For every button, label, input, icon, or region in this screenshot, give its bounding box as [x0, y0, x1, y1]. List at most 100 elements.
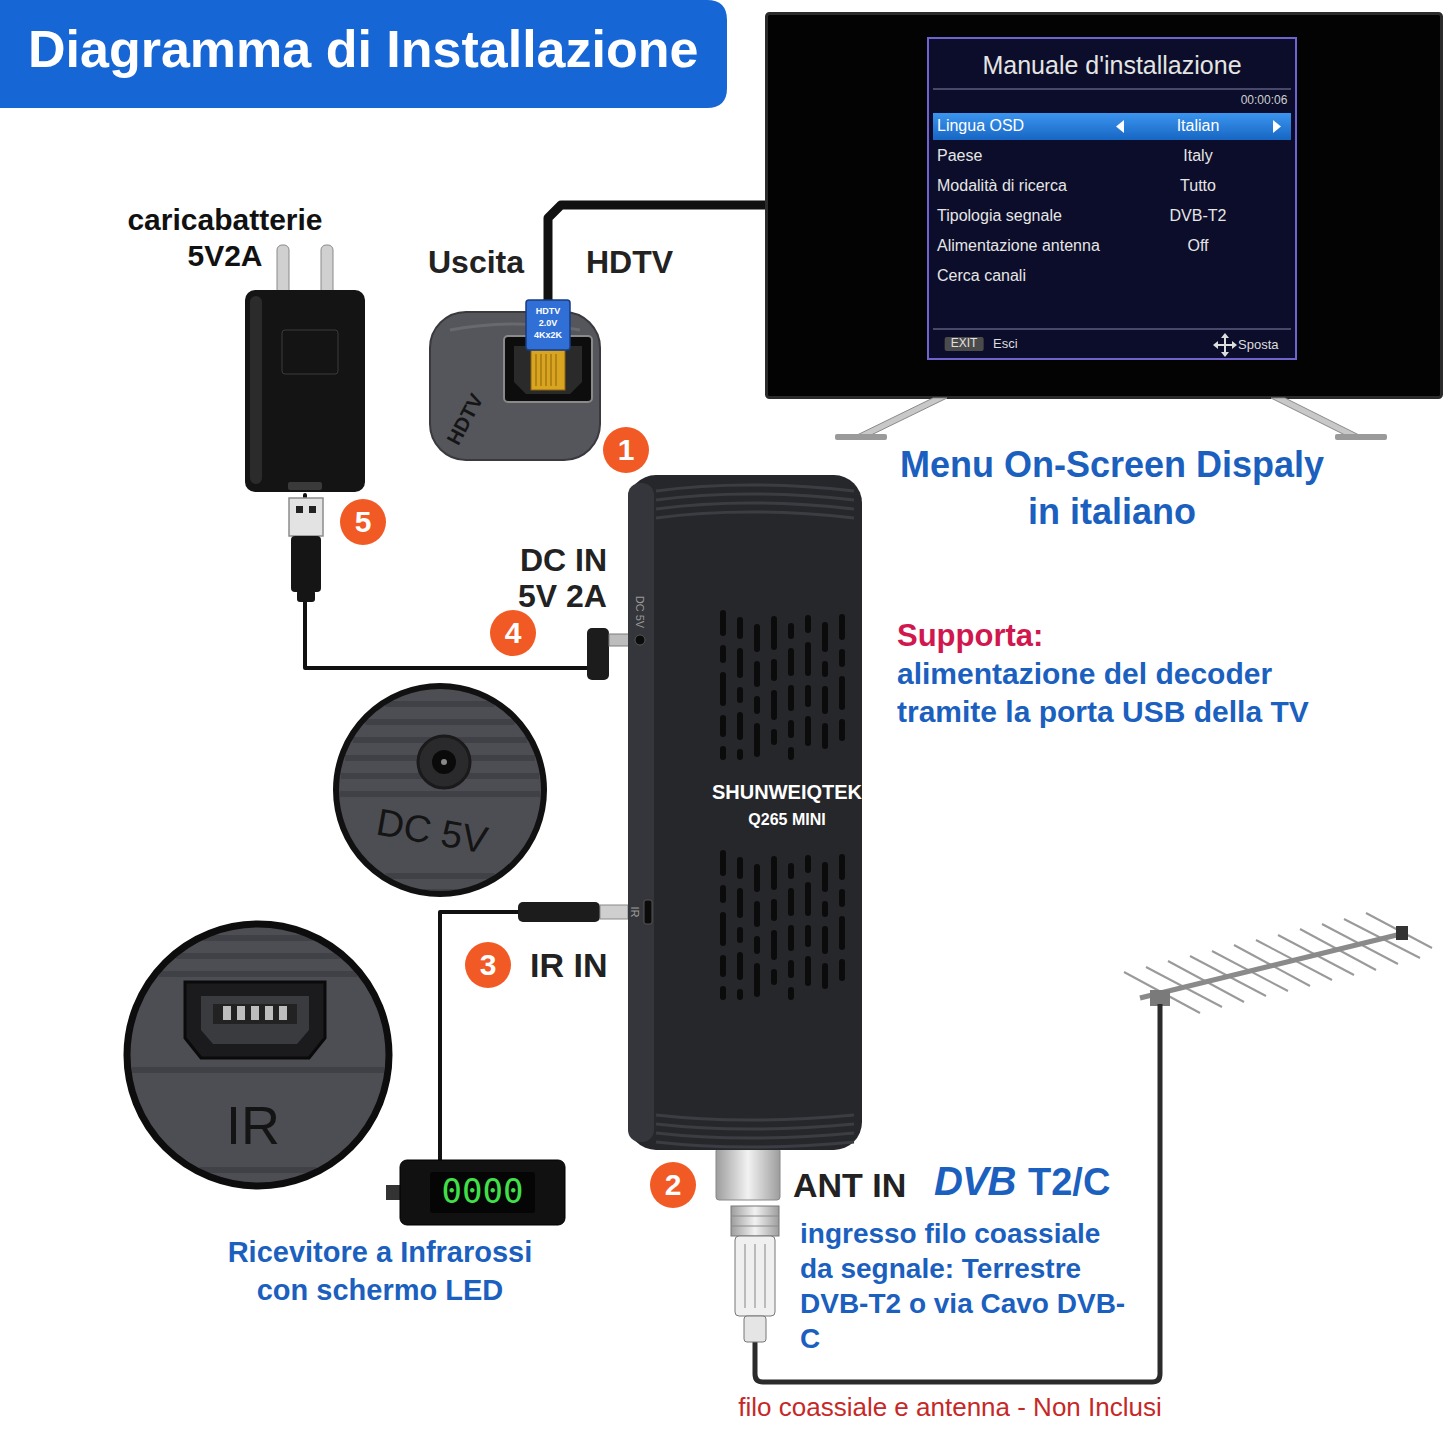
menu-hint: Sposta: [1238, 338, 1278, 353]
antenna: [1366, 913, 1432, 948]
coax-plug: [731, 1206, 779, 1342]
charger-label: caricabatterie 5V2A: [100, 202, 350, 274]
port-caption: Uscita: [428, 244, 524, 281]
callout-number: 1: [603, 427, 649, 473]
menu-value: Italian: [1158, 117, 1238, 135]
tv-screen-shape: [1271, 398, 1365, 438]
menu-item: Paese: [937, 147, 982, 165]
callout-number: 4: [490, 610, 536, 656]
ir-plug: [518, 902, 600, 922]
input-note: ingresso filo coassiale da segnale: Terr…: [800, 1216, 1130, 1356]
port-caption: HDTV: [586, 244, 673, 281]
ir-zoom-shape: [185, 982, 325, 1058]
osd-menu-shape: [1224, 336, 1226, 354]
decoder-body-shape: [656, 1142, 854, 1147]
antenna: [1212, 951, 1288, 991]
antenna: [1344, 919, 1420, 958]
power-rating: 5V 2A: [518, 578, 607, 615]
decoder-body-shape: [720, 986, 726, 1000]
menu-value: DVB-T2: [1170, 207, 1227, 225]
side-print: DC 5V: [634, 596, 647, 628]
model-name: Q265 MINI: [698, 811, 876, 829]
cable: [305, 495, 628, 668]
dc-zoom-shape: [336, 686, 544, 894]
usb-plug: [309, 506, 316, 513]
antenna: [1150, 990, 1170, 1006]
osd-menu-shape: [929, 39, 1295, 358]
decoder-body-shape: [720, 672, 726, 706]
title-banner: [0, 0, 727, 108]
dc-zoom-shape: [432, 750, 456, 774]
decoder-body-shape: [754, 696, 760, 714]
ir-receiver-shape: [386, 1185, 400, 1200]
antenna-connector: [716, 1148, 780, 1200]
cable: [548, 205, 765, 300]
menu-row-shape: [1116, 120, 1124, 133]
decoder-body-shape: [644, 900, 652, 924]
decoder-body-shape: [805, 956, 811, 986]
decoder-body-shape: [805, 882, 811, 916]
decoder-body-shape: [656, 494, 854, 500]
dc-zoom-shape: [332, 682, 548, 898]
decoder-body-shape: [788, 960, 794, 978]
port-caption: IR IN: [530, 946, 607, 985]
decoder-body-shape: [628, 475, 862, 1150]
coax-plug: [744, 1244, 746, 1308]
decoder-body-shape: [788, 888, 794, 916]
decoder-body-shape: [771, 729, 777, 745]
ir-zoom-shape: [251, 1006, 259, 1020]
menu-value: Off: [1187, 237, 1208, 255]
decoder-body-shape: [788, 648, 794, 676]
hdmi-port-shape: [540, 354, 542, 386]
ir-zoom-shape: [132, 1067, 384, 1073]
coax-plug: [735, 1236, 775, 1316]
ir-plug: [518, 902, 628, 922]
decoder-body-shape: [771, 616, 777, 650]
decoder-body-shape: [805, 615, 811, 633]
standard-name: T2/C: [1028, 1161, 1110, 1205]
decoder-body-shape: [822, 926, 828, 954]
decoder-body-shape: [737, 749, 743, 760]
decoder-body-shape: [720, 715, 726, 737]
ir-zoom-shape: [199, 1167, 316, 1173]
menu-heading: Manuale d'installazione: [929, 51, 1295, 80]
usb-plug: [289, 498, 323, 602]
decoder-body-shape: [656, 1115, 854, 1120]
ir-zoom-shape: [265, 1006, 273, 1020]
menu-row-shape: [1273, 120, 1281, 133]
decoder-body-shape: [720, 850, 726, 876]
decoder-body-shape: [737, 712, 743, 740]
osd-menu-shape: [933, 328, 1291, 330]
charger: caricabatterie 5V2A: [100, 200, 370, 495]
menu-hint: Esci: [993, 337, 1018, 352]
menu-row: Lingua OSDItalian: [933, 113, 1291, 140]
dc-plug: [587, 628, 629, 680]
decoder-body-shape: [737, 888, 743, 918]
tv-screen-shape: [851, 398, 947, 438]
antenna: [1234, 945, 1310, 986]
ir-zoom-shape: [127, 924, 389, 1186]
menu-item: Alimentazione antenna: [937, 237, 1100, 255]
usb-plug: [291, 536, 321, 592]
receiver-caption: Ricevitore a Infrarossi con schermo LED: [210, 1234, 550, 1309]
decoder-body-shape: [656, 512, 854, 518]
dc-zoom-shape: [340, 791, 540, 797]
decoder-body-shape: [822, 862, 828, 892]
antenna: [1256, 940, 1332, 980]
hdmi-port-shape: [550, 354, 552, 386]
decoder-body-shape: [771, 659, 777, 681]
port-caption: DC IN: [520, 542, 607, 579]
decoder-body-shape: [805, 855, 811, 873]
decoder-body-shape: [805, 925, 811, 947]
side-print: IR: [629, 907, 642, 918]
plug-print: 4Kx2K: [534, 330, 562, 340]
ir-plug: [600, 905, 628, 919]
osd-menu-shape: [933, 88, 1291, 90]
hdmi-port-shape: [514, 346, 582, 394]
tv-screen-shape: [1335, 434, 1387, 440]
cable: [440, 912, 628, 1160]
decoder-body-shape: [754, 864, 760, 892]
callout-number: 3: [465, 942, 511, 988]
hdmi-port-shape: [430, 312, 600, 460]
antenna: [1168, 961, 1244, 1002]
